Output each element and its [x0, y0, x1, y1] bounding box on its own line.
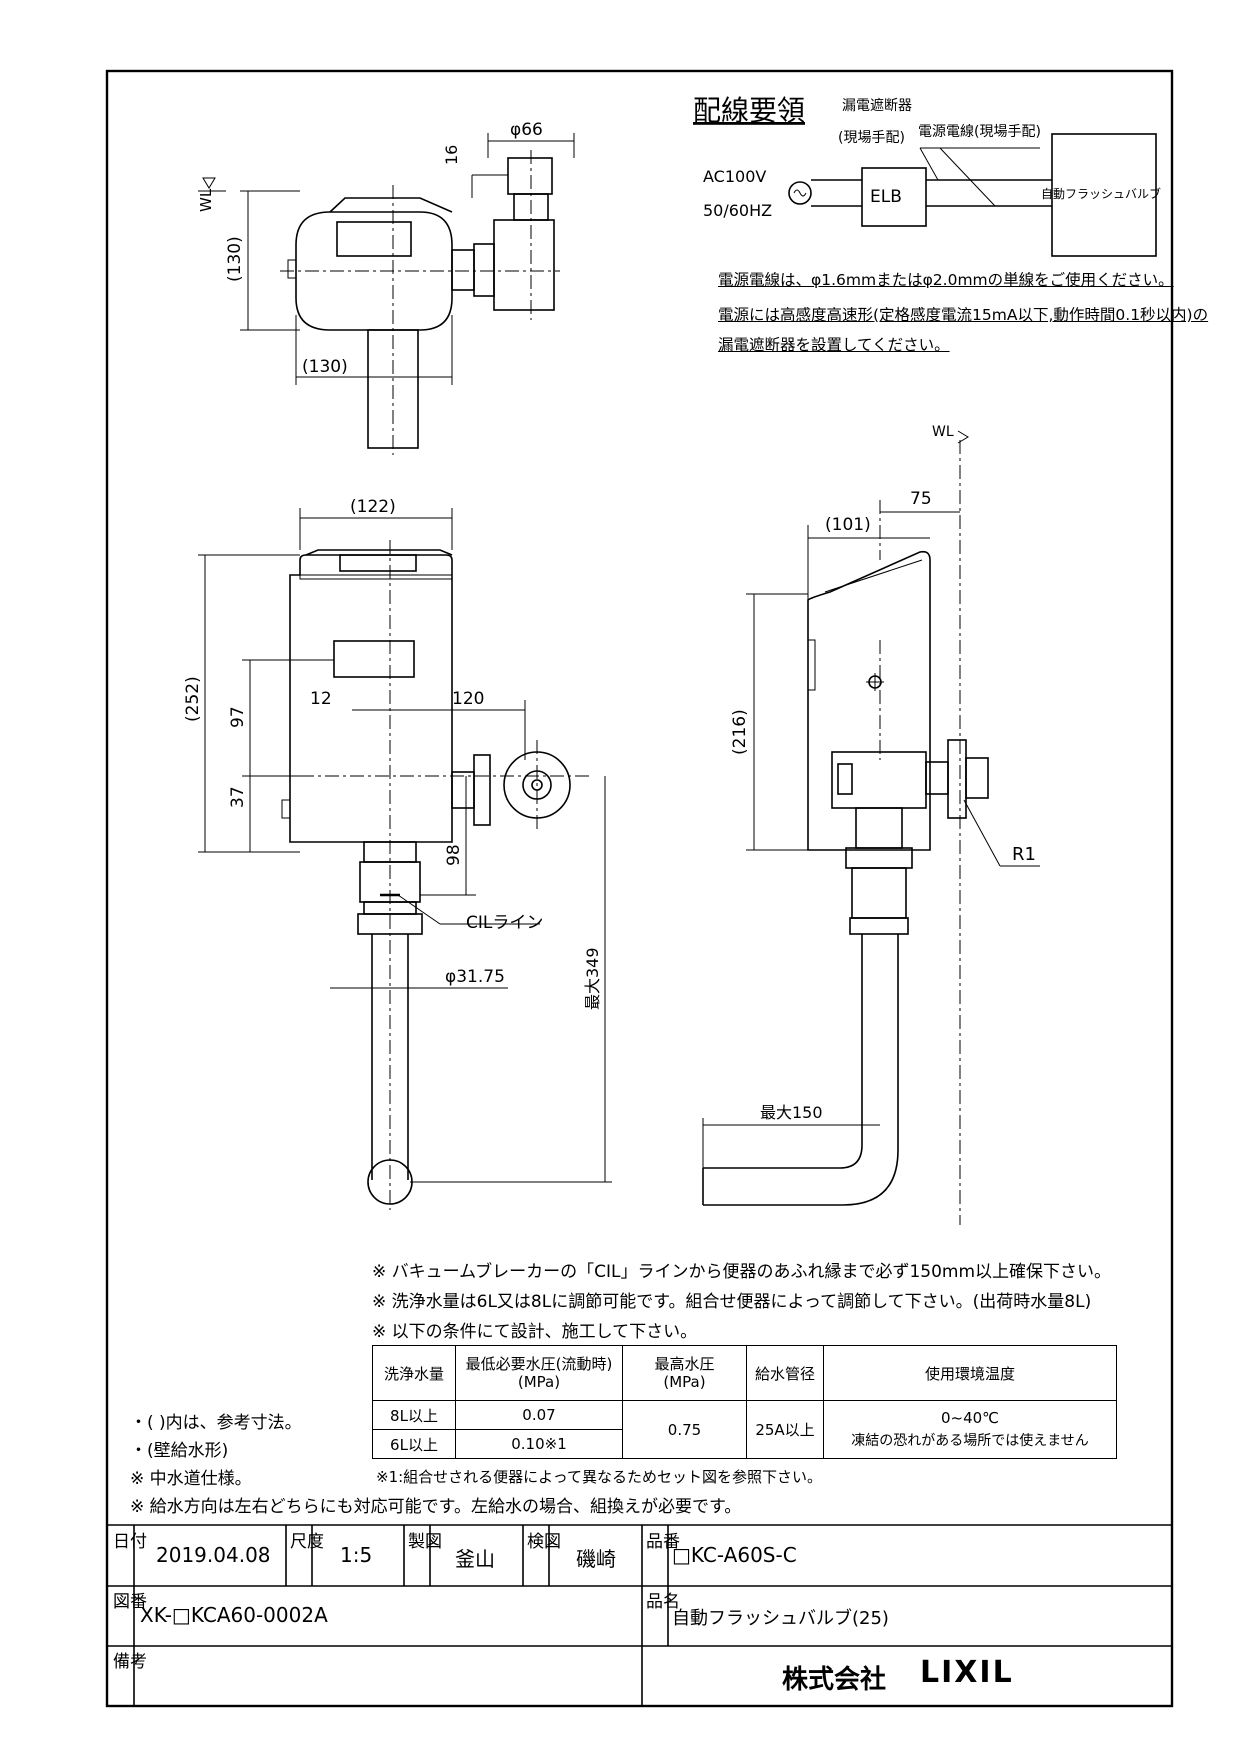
wiring-title: 配線要領 — [693, 94, 805, 127]
product-name: 自動フラッシュバルブ(25) — [672, 1608, 889, 1629]
dim-max150: 最大150 — [760, 1103, 823, 1122]
dim-h130: (130) — [225, 236, 245, 282]
checked-by: 磯崎 — [576, 1547, 616, 1571]
dim-12: 12 — [310, 689, 332, 709]
name-label: 品名 — [646, 1592, 680, 1612]
cable-label: 電源電線(現場手配) — [918, 124, 1041, 140]
header-volume: 洗浄水量 — [372, 1345, 456, 1401]
note-volume: ※ 洗浄水量は6L又は8Lに調節可能です。組合せ便器によって調節して下さい。(出… — [372, 1292, 1092, 1312]
dim-h252: (252) — [183, 676, 203, 722]
note-reference-dims: ・( )内は、参考寸法。 — [130, 1413, 302, 1433]
dim-97: 97 — [228, 706, 248, 728]
wiring-note-3: 漏電遮断器を設置してください。 — [718, 336, 950, 354]
cell-pipe: 25A以上 — [746, 1400, 824, 1459]
remarks-label: 備考 — [113, 1652, 147, 1672]
dim-d3175: φ31.75 — [445, 967, 505, 987]
radius-r1: R1 — [1012, 844, 1036, 865]
note-cil: ※ バキュームブレーカーの「CIL」ラインから便器のあふれ縁まで必ず150mm以… — [372, 1262, 1112, 1282]
header-max-pressure: 最高水圧(MPa) — [622, 1345, 747, 1401]
date-value: 2019.04.08 — [156, 1543, 271, 1567]
made-label: 製図 — [408, 1532, 442, 1552]
dim-w130: (130) — [302, 357, 348, 377]
note-conditions: ※ 以下の条件にて設計、施工して下さい。 — [372, 1322, 698, 1342]
dim-max349: 最大349 — [583, 947, 602, 1010]
company-name: 株式会社 — [782, 1665, 887, 1695]
drawing-frame — [105, 69, 1174, 1708]
spec-table: 洗浄水量 最低必要水圧(流動時)(MPa) 最高水圧(MPa) 給水管径 使用環… — [372, 1345, 1117, 1459]
power-frequency: 50/60HZ — [703, 201, 772, 220]
elb-label: ELB — [870, 187, 902, 207]
header-min-pressure: 最低必要水圧(流動時)(MPa) — [455, 1345, 623, 1401]
breaker-sub: (現場手配) — [838, 130, 905, 146]
part-label: 品番 — [646, 1532, 680, 1552]
lixil-logo: LIXIL — [920, 1655, 1014, 1690]
check-label: 検図 — [527, 1532, 561, 1552]
header-temp: 使用環境温度 — [823, 1345, 1117, 1401]
power-voltage: AC100V — [703, 167, 766, 186]
dim-w101: (101) — [825, 515, 871, 535]
drawing-label: 図番 — [113, 1592, 147, 1612]
note-footnote: ※1:組合せされる便器によって異なるためセット図を参照下さい。 — [376, 1468, 822, 1486]
scale-value: 1:5 — [340, 1543, 373, 1567]
date-label: 日付 — [113, 1532, 147, 1552]
wiring-note-1: 電源電線は、φ1.6mmまたはφ2.0mmの単線をご使用ください。 — [718, 271, 1174, 289]
dim-98: 98 — [444, 844, 464, 866]
wl-label-side: WL — [932, 424, 954, 440]
dim-16: 16 — [442, 145, 461, 165]
wiring-diagram — [788, 133, 1157, 257]
front-view — [198, 508, 612, 1210]
part-number: □KC-A60S-C — [672, 1543, 797, 1567]
scale-label: 尺度 — [290, 1532, 324, 1552]
device-label: 自動フラッシュバルブ — [1041, 186, 1161, 201]
wiring-note-2: 電源には高感度高速形(定格感度電流15mA以下,動作時間0.1秒以内)の — [718, 306, 1209, 324]
top-view — [198, 133, 575, 455]
breaker-label: 漏電遮断器 — [842, 98, 912, 114]
wl-label-top: WL — [197, 188, 215, 212]
note-gray-water: ※ 中水道仕様。 — [130, 1469, 252, 1489]
dim-75: 75 — [910, 489, 932, 509]
dim-w122: (122) — [350, 497, 396, 517]
dim-h216: (216) — [730, 709, 750, 755]
cell-max-pressure: 0.75 — [622, 1400, 747, 1459]
dim-d66: φ66 — [510, 120, 543, 140]
note-wall-type: ・(壁給水形) — [130, 1441, 229, 1461]
cil-label: CILライン — [466, 913, 543, 933]
note-supply-direction: ※ 給水方向は左右どちらにも対応可能です。左給水の場合、組換えが必要です。 — [130, 1497, 742, 1517]
dim-37: 37 — [228, 786, 248, 808]
row-pressure-6l: 0.10※1 — [455, 1429, 623, 1459]
side-view — [702, 430, 1040, 1225]
dim-120: 120 — [452, 689, 484, 709]
made-by: 釜山 — [455, 1547, 495, 1571]
drawing-number: XK-□KCA60-0002A — [140, 1603, 328, 1627]
header-pipe: 給水管径 — [746, 1345, 824, 1401]
